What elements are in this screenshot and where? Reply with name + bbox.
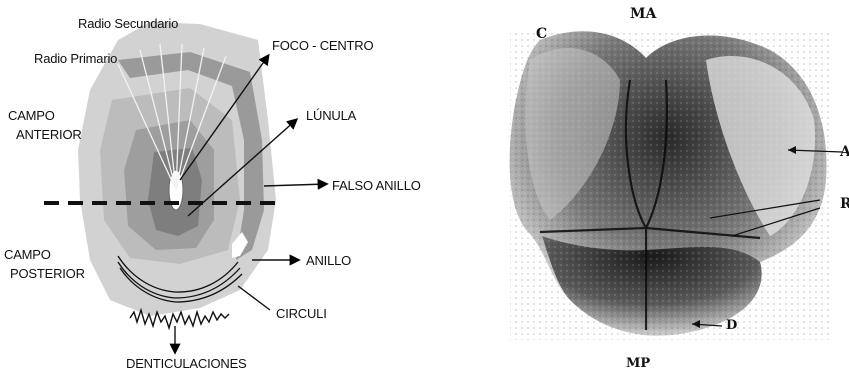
label-campo-anterior-2: ANTERIOR xyxy=(16,127,82,142)
label-radio-primario: Radio Primario xyxy=(34,51,117,66)
label-foco-centro: FOCO - CENTRO xyxy=(272,38,373,53)
label-circuli: CIRCULI xyxy=(276,306,327,321)
label-c: C xyxy=(536,26,547,42)
label-lunula: LÚNULA xyxy=(306,108,356,123)
label-denticulaciones: DENTICULACIONES xyxy=(126,356,247,371)
label-radio-secundario: Radio Secundario xyxy=(78,16,178,31)
label-campo-anterior-1: CAMPO xyxy=(8,108,55,123)
label-campo-posterior-1: CAMPO xyxy=(4,247,51,262)
label-falso-anillo: FALSO ANILLO xyxy=(332,178,421,193)
label-d: D xyxy=(726,318,737,333)
scale-photo-drawing xyxy=(470,0,849,378)
scale-diagram: Radio Secundario Radio Primario FOCO - C… xyxy=(0,0,440,378)
label-ma: MA xyxy=(630,6,656,22)
label-mp: MP xyxy=(626,356,650,371)
label-r: R xyxy=(840,196,849,212)
scale-photograph: MA C A R D MP xyxy=(470,0,849,378)
label-a: A xyxy=(840,144,849,160)
leader-circuli xyxy=(238,286,270,310)
label-anillo: ANILLO xyxy=(306,253,351,268)
label-campo-posterior-2: POSTERIOR xyxy=(10,266,85,281)
